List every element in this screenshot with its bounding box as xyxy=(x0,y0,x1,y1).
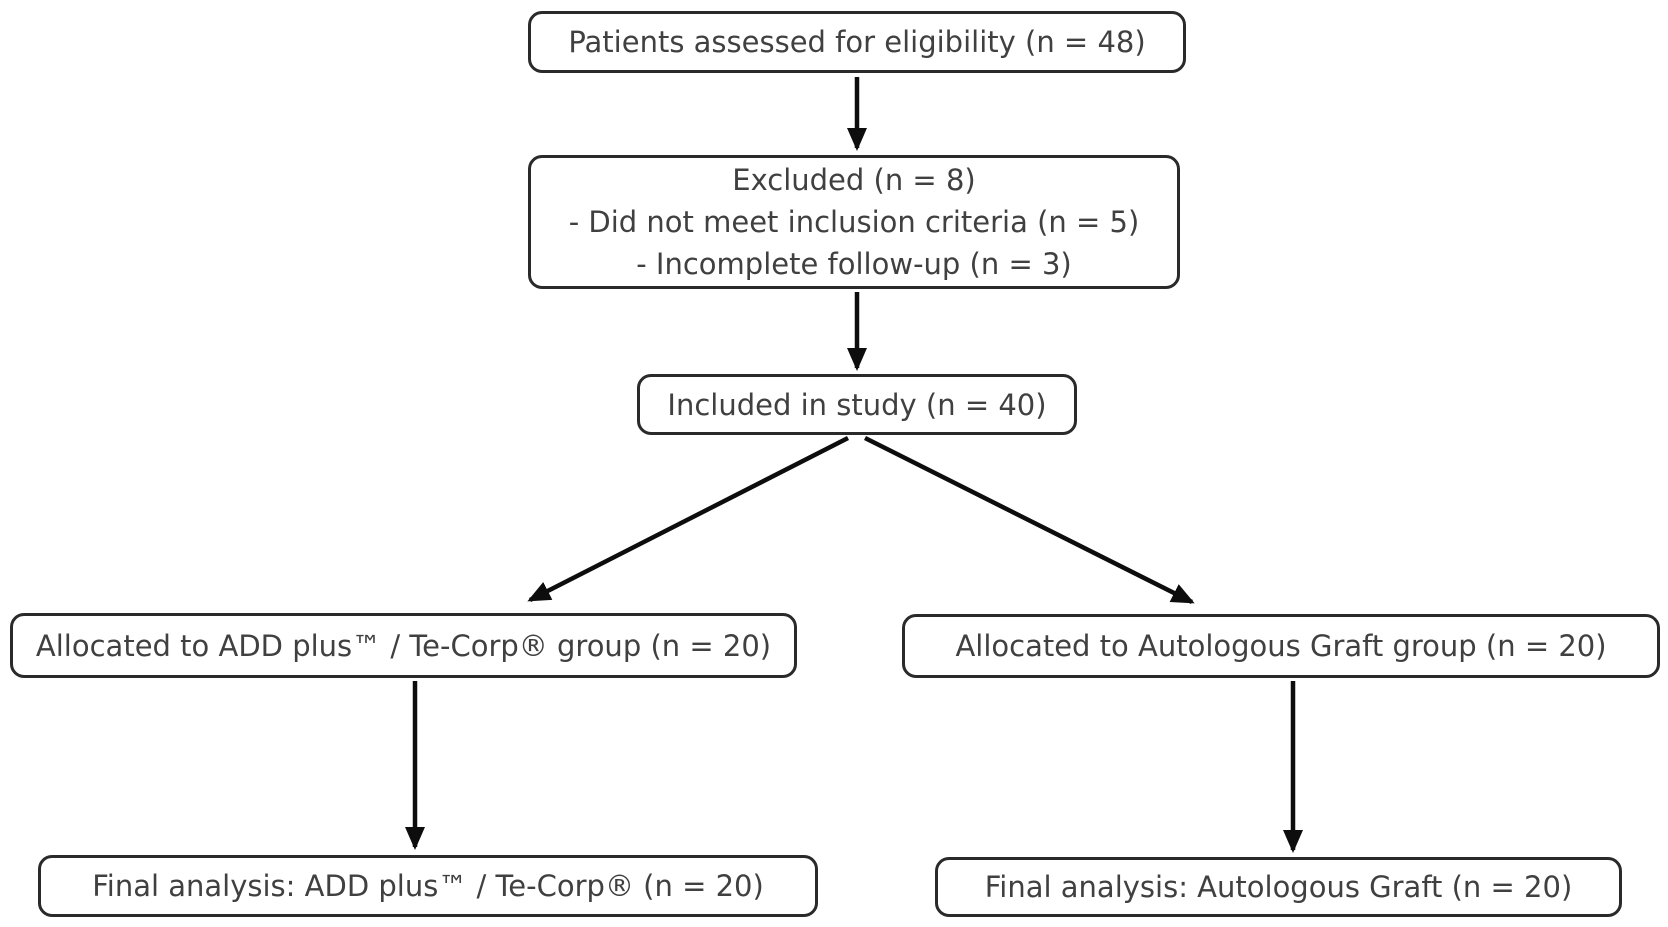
node-excluded-line-3: - Incomplete follow-up (n = 3) xyxy=(636,247,1072,281)
node-allocated-addplus-tecorp-label: Allocated to ADD plus™ / Te-Corp® group … xyxy=(35,628,772,663)
arrow-included-to-alloc-left xyxy=(527,435,850,603)
node-excluded-line-1: Excluded (n = 8) xyxy=(732,163,976,197)
arrow-included-to-alloc-right xyxy=(863,435,1195,605)
node-allocated-addplus-tecorp: Allocated to ADD plus™ / Te-Corp® group … xyxy=(10,613,797,678)
node-allocated-autologous-graft-label: Allocated to Autologous Graft group (n =… xyxy=(955,629,1607,663)
node-final-analysis-addplus-tecorp: Final analysis: ADD plus™ / Te-Corp® (n … xyxy=(38,855,818,917)
node-included: Included in study (n = 40) xyxy=(637,374,1077,435)
node-excluded: Excluded (n = 8) - Did not meet inclusio… xyxy=(528,155,1180,289)
node-final-analysis-autologous-graft-label: Final analysis: Autologous Graft (n = 20… xyxy=(984,870,1573,904)
node-final-analysis-autologous-graft: Final analysis: Autologous Graft (n = 20… xyxy=(935,857,1622,917)
node-eligibility-label: Patients assessed for eligibility (n = 4… xyxy=(568,25,1146,59)
node-included-label: Included in study (n = 40) xyxy=(667,387,1047,422)
node-final-analysis-addplus-tecorp-label: Final analysis: ADD plus™ / Te-Corp® (n … xyxy=(92,869,764,903)
node-allocated-autologous-graft: Allocated to Autologous Graft group (n =… xyxy=(902,614,1660,678)
node-excluded-line-2: - Did not meet inclusion criteria (n = 5… xyxy=(568,205,1140,239)
node-eligibility: Patients assessed for eligibility (n = 4… xyxy=(528,11,1186,73)
